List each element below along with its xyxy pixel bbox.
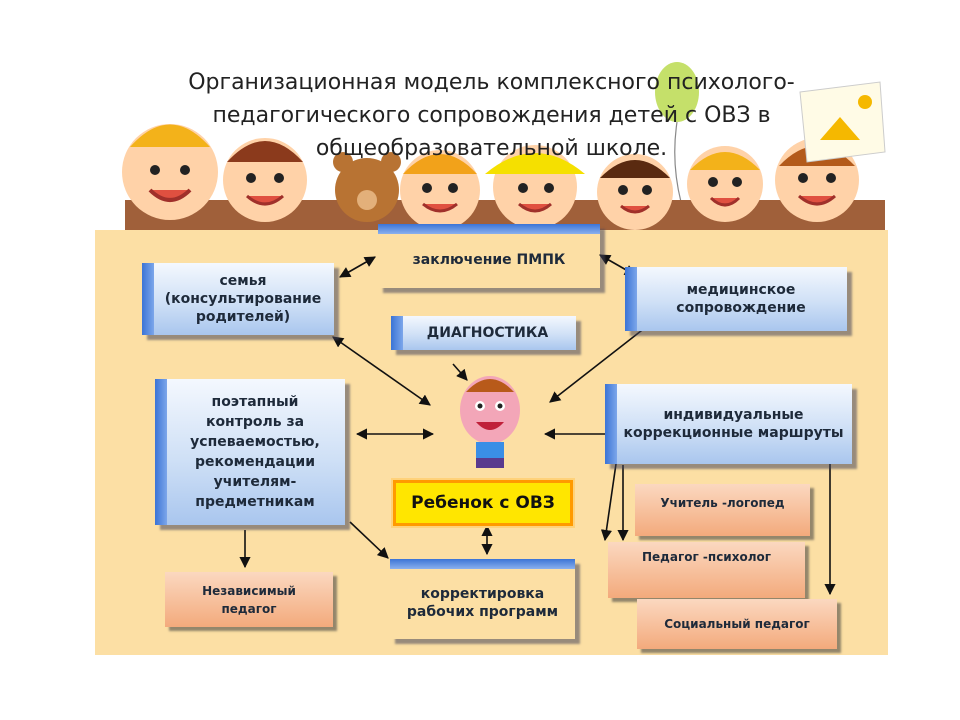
arrow-family-child <box>332 336 431 406</box>
node-independent: Независимый педагог <box>165 572 333 627</box>
kid-face-2 <box>223 138 307 222</box>
arrow-routes-psychologist <box>600 456 618 542</box>
node-independent-label: Независимый педагог <box>202 583 296 616</box>
page-title: Организационная модель комплексного псих… <box>188 70 795 161</box>
arrow-monitoring-programs <box>349 521 389 559</box>
kid-face-4 <box>485 145 585 229</box>
node-family-label: семья (консультирование родителей) <box>164 273 322 325</box>
node-programs: корректировка рабочих программ <box>390 559 575 639</box>
node-family: семья (консультирование родителей) <box>142 263 334 335</box>
balloon-icon <box>655 62 699 122</box>
node-speech-label: Учитель -логопед <box>660 496 785 510</box>
node-conclusion-label: заключение ПМПК <box>412 252 566 268</box>
node-routes-label: индивидуальные коррекционные маршруты <box>623 407 844 441</box>
node-routes: индивидуальные коррекционные маршруты <box>605 384 852 464</box>
node-monitoring: поэтапный контроль за успеваемостью, рек… <box>155 379 345 525</box>
node-psychologist: Педагог -психолог <box>608 542 805 598</box>
node-diagnostics: ДИАГНОСТИКА <box>391 316 576 350</box>
node-medical-label: медицинское сопровождение <box>676 282 806 316</box>
arrow-family-conclusion <box>339 256 376 278</box>
arrow-diagnostics-child <box>452 363 468 381</box>
connector-arrows <box>239 254 836 596</box>
node-conclusion: заключение ПМПК <box>378 224 600 288</box>
node-programs-label: корректировка рабочих программ <box>406 586 559 620</box>
child-icon <box>460 376 520 468</box>
node-psychologist-label: Педагог -психолог <box>641 550 771 564</box>
kid-face-1 <box>122 124 218 220</box>
children-illustration <box>122 62 886 230</box>
node-medical: медицинское сопровождение <box>625 267 847 331</box>
kid-face-5 <box>597 154 673 230</box>
kid-face-3 <box>400 150 480 230</box>
node-speech: Учитель -логопед <box>635 484 810 536</box>
node-social-label: Социальный педагог <box>664 617 810 631</box>
arrow-medical-child <box>549 319 656 403</box>
node-child-label: Ребенок с ОВЗ <box>411 493 555 513</box>
drawing-paper-icon <box>799 81 886 163</box>
teddy-bear-icon <box>333 152 401 222</box>
node-social: Социальный педагог <box>637 599 837 649</box>
slide: Организационная модель комплексного псих… <box>95 62 888 655</box>
balloon-string <box>674 121 682 203</box>
node-diagnostics-label: ДИАГНОСТИКА <box>426 325 549 341</box>
node-child: Ребенок с ОВЗ <box>393 480 573 526</box>
kid-face-6 <box>687 146 763 222</box>
node-monitoring-label: поэтапный контроль за успеваемостью, рек… <box>190 394 320 510</box>
